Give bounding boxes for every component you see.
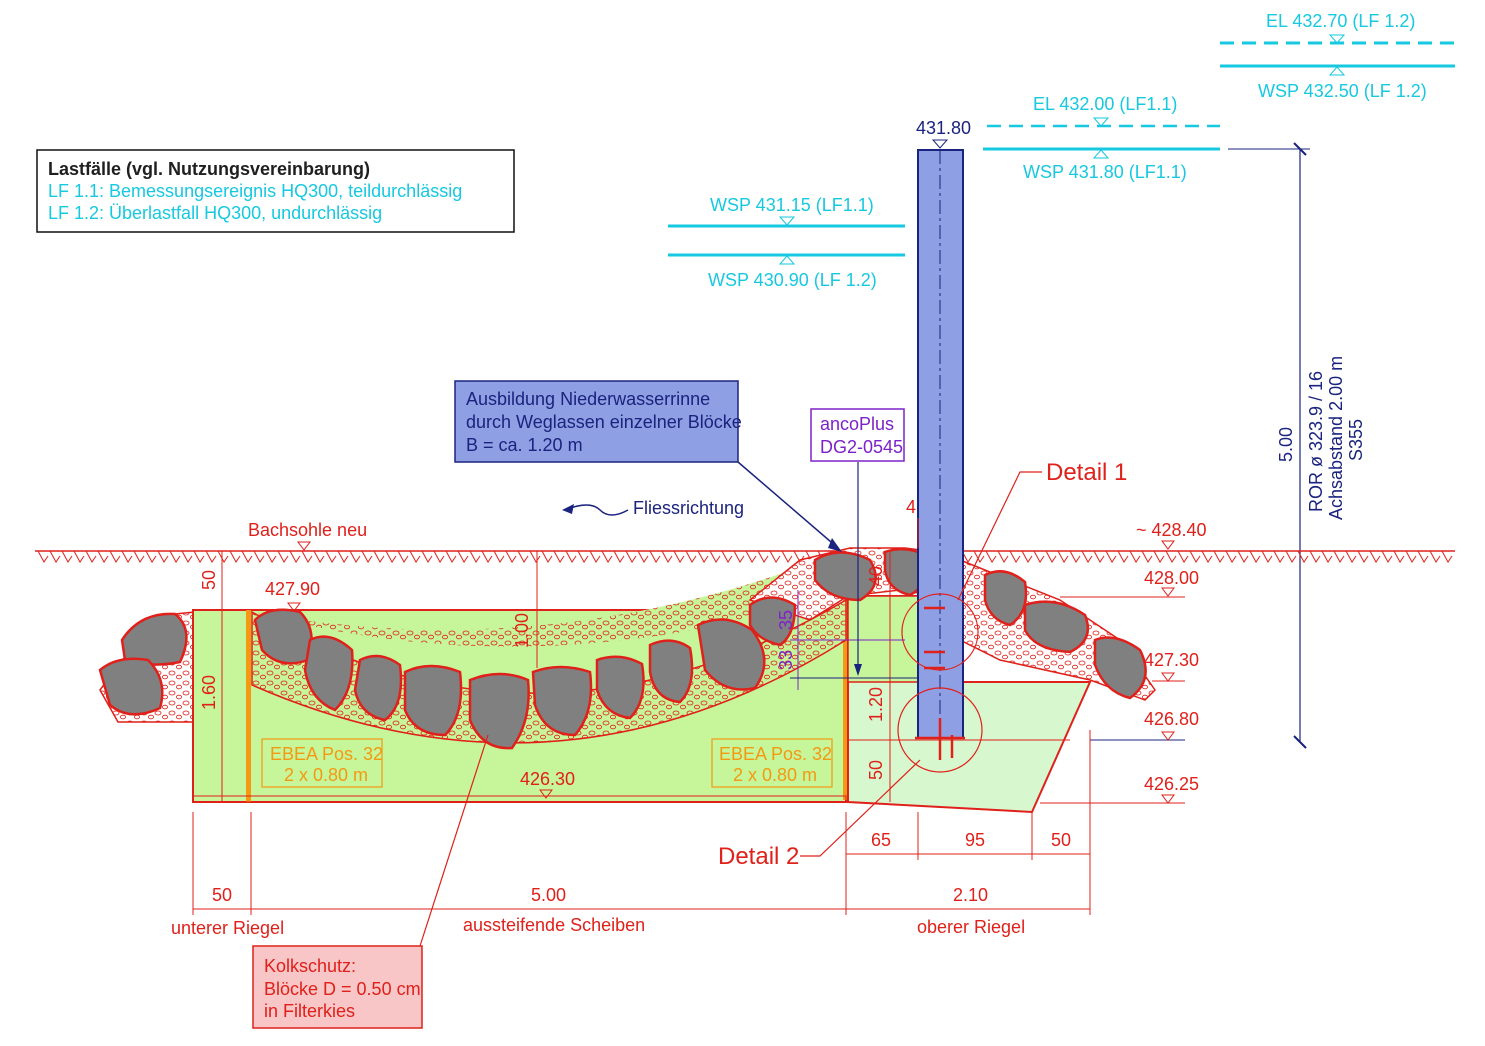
dim-50-left: 50 xyxy=(212,885,232,905)
pile-top-level: 431.80 xyxy=(916,118,971,138)
detail2-circle xyxy=(897,687,983,773)
svg-text:Blöcke D = 0.50 cm: Blöcke D = 0.50 cm xyxy=(264,979,421,999)
legend-title: Lastfälle (vgl. Nutzungsvereinbarung) xyxy=(48,159,370,179)
wsp-lf12-left-label: WSP 430.90 (LF 1.2) xyxy=(708,270,877,290)
bottom-dimensions xyxy=(192,730,1091,915)
dim-50-right: 50 xyxy=(1051,830,1071,850)
level-42790: 427.90 xyxy=(265,579,320,599)
steel-pile: 431.80 xyxy=(916,118,971,740)
legend-lf11: LF 1.1: Bemessungsereignis HQ300, teildu… xyxy=(48,181,462,201)
dim-65: 65 xyxy=(871,830,891,850)
svg-text:EBEA Pos. 32: EBEA Pos. 32 xyxy=(719,744,832,764)
level-42800: 428.00 xyxy=(1144,568,1199,588)
detail1-circle xyxy=(901,593,979,671)
svg-text:DG2-0545: DG2-0545 xyxy=(820,437,903,457)
dim-160: 1.60 xyxy=(199,675,219,710)
anchor-plates xyxy=(915,606,965,760)
callout-kolkschutz: Kolkschutz: Blöcke D = 0.50 cm in Filter… xyxy=(252,734,489,1029)
wsp-lf11-left-label: WSP 431.15 (LF1.1) xyxy=(710,195,874,215)
dim-50-top: 50 xyxy=(199,570,219,590)
legend-box: Lastfälle (vgl. Nutzungsvereinbarung) LF… xyxy=(36,149,515,233)
level-42840: ~ 428.40 xyxy=(1136,520,1207,540)
dim-120: 1.20 xyxy=(866,687,886,722)
dim-210: 2.10 xyxy=(953,885,988,905)
wsp-lf12-right-label: WSP 432.50 (LF 1.2) xyxy=(1258,81,1427,101)
el-lf11-label: EL 432.00 (LF1.1) xyxy=(1033,94,1177,114)
detail1-label: Detail 1 xyxy=(1046,459,1127,486)
dim-100: 1.00 xyxy=(512,613,532,648)
section-oberer: oberer Riegel xyxy=(917,917,1025,937)
dim-40: 40 xyxy=(866,566,886,586)
detail2-label: Detail 2 xyxy=(718,843,799,870)
section-unterer: unterer Riegel xyxy=(171,918,284,938)
dim-35: 35 xyxy=(776,610,796,630)
dim-33: 33 xyxy=(776,650,796,670)
section-scheiben: aussteifende Scheiben xyxy=(463,915,645,935)
svg-text:Kolkschutz:: Kolkschutz: xyxy=(264,956,356,976)
svg-text:B = ca. 1.20 m: B = ca. 1.20 m xyxy=(466,435,583,455)
svg-text:2 x 0.80 m: 2 x 0.80 m xyxy=(733,765,817,785)
svg-text:in Filterkies: in Filterkies xyxy=(264,1001,355,1021)
dim-4: 4 xyxy=(906,497,916,517)
svg-text:EBEA Pos. 32: EBEA Pos. 32 xyxy=(270,744,383,764)
pile-spec-1: ROR ø 323.9 / 16 xyxy=(1306,371,1326,512)
svg-text:Ausbildung Niederwasserrinne: Ausbildung Niederwasserrinne xyxy=(466,389,710,409)
dim-95: 95 xyxy=(965,830,985,850)
pile-spec-3: S355 xyxy=(1346,419,1366,461)
ebea-right: EBEA Pos. 32 2 x 0.80 m xyxy=(711,738,833,788)
svg-text:durch Weglassen einzelner Blöc: durch Weglassen einzelner Blöcke xyxy=(466,412,742,432)
ebea-left: EBEA Pos. 32 2 x 0.80 m xyxy=(261,738,383,788)
level-markers xyxy=(287,540,1185,804)
level-bachsohle: Bachsohle neu xyxy=(248,520,367,540)
level-42625: 426.25 xyxy=(1144,774,1199,794)
dim-50-mid: 50 xyxy=(866,760,886,780)
legend-lf12: LF 1.2: Überlastfall HQ300, undurchlässi… xyxy=(48,203,382,223)
flow-direction: Fliessrichtung xyxy=(562,498,744,518)
wsp-lf11-right-label: WSP 431.80 (LF1.1) xyxy=(1023,162,1187,182)
dim-500: 5.00 xyxy=(531,885,566,905)
svg-text:Fliessrichtung: Fliessrichtung xyxy=(633,498,744,518)
dim-pile-height: 5.00 xyxy=(1276,427,1296,462)
level-42730: 427.30 xyxy=(1144,650,1199,670)
svg-text:2 x 0.80 m: 2 x 0.80 m xyxy=(284,765,368,785)
water-levels: EL 432.70 (LF 1.2) WSP 432.50 (LF 1.2) E… xyxy=(668,11,1455,290)
pile-spec-2: Achsabstand 2.00 m xyxy=(1326,356,1346,520)
callout-niederwasserrinne: Ausbildung Niederwasserrinne durch Wegla… xyxy=(454,380,842,552)
inner-dimensions xyxy=(221,462,919,802)
level-42680: 426.80 xyxy=(1144,709,1199,729)
callout-ancoplus: ancoPlus DG2-0545 xyxy=(810,408,905,462)
el-lf12-label: EL 432.70 (LF 1.2) xyxy=(1266,11,1415,31)
level-42630: 426.30 xyxy=(520,769,575,789)
pile-height-dimension: 5.00 ROR ø 323.9 / 16 Achsabstand 2.00 m… xyxy=(1228,142,1366,749)
ground-surface xyxy=(35,550,1455,563)
svg-text:ancoPlus: ancoPlus xyxy=(820,414,894,434)
